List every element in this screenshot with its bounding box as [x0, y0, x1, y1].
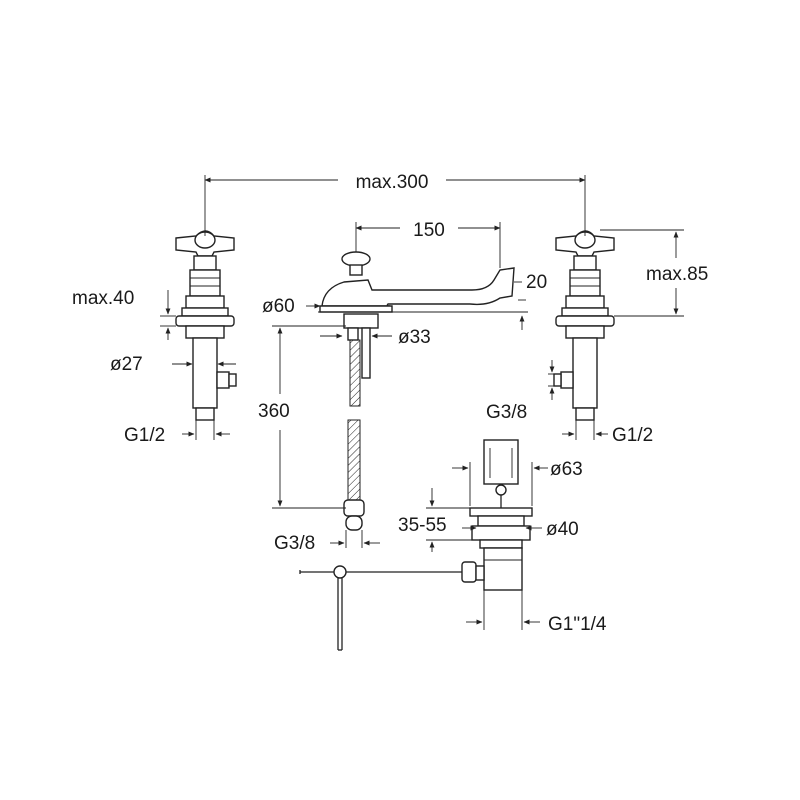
label-spout-spacing: 150: [413, 220, 445, 241]
label-waste-range: 35-55: [398, 515, 447, 536]
spout: [318, 222, 528, 531]
label-thread-hose: G3/8: [274, 533, 315, 554]
label-thread-right: G1/2: [612, 425, 653, 446]
left-valve: [175, 175, 237, 421]
label-shank-diameter: ø33: [398, 327, 431, 348]
dimension-labels: max.300 150 20 max.85 max.40 ø60 ø33 ø27…: [72, 172, 708, 635]
label-overall-width: max.300: [356, 172, 429, 193]
waste-assembly: [299, 439, 533, 651]
label-waste-diameter-bottom: ø40: [546, 519, 579, 540]
dimension-lines: [160, 177, 684, 630]
label-waste-thread: G1"1/4: [548, 614, 607, 635]
label-waste-diameter-top: ø63: [550, 459, 583, 480]
label-valve-diameter: ø27: [110, 354, 143, 375]
label-handle-height-right: max.85: [646, 264, 708, 285]
label-hose-length: 360: [258, 401, 290, 422]
right-valve: [553, 175, 615, 421]
label-handle-height-left: max.40: [72, 288, 134, 309]
label-spout-drop: 20: [526, 272, 547, 293]
label-base-diameter: ø60: [262, 296, 295, 317]
label-thread-left: G1/2: [124, 425, 165, 446]
label-thread-outlet-right: G3/8: [486, 402, 527, 423]
